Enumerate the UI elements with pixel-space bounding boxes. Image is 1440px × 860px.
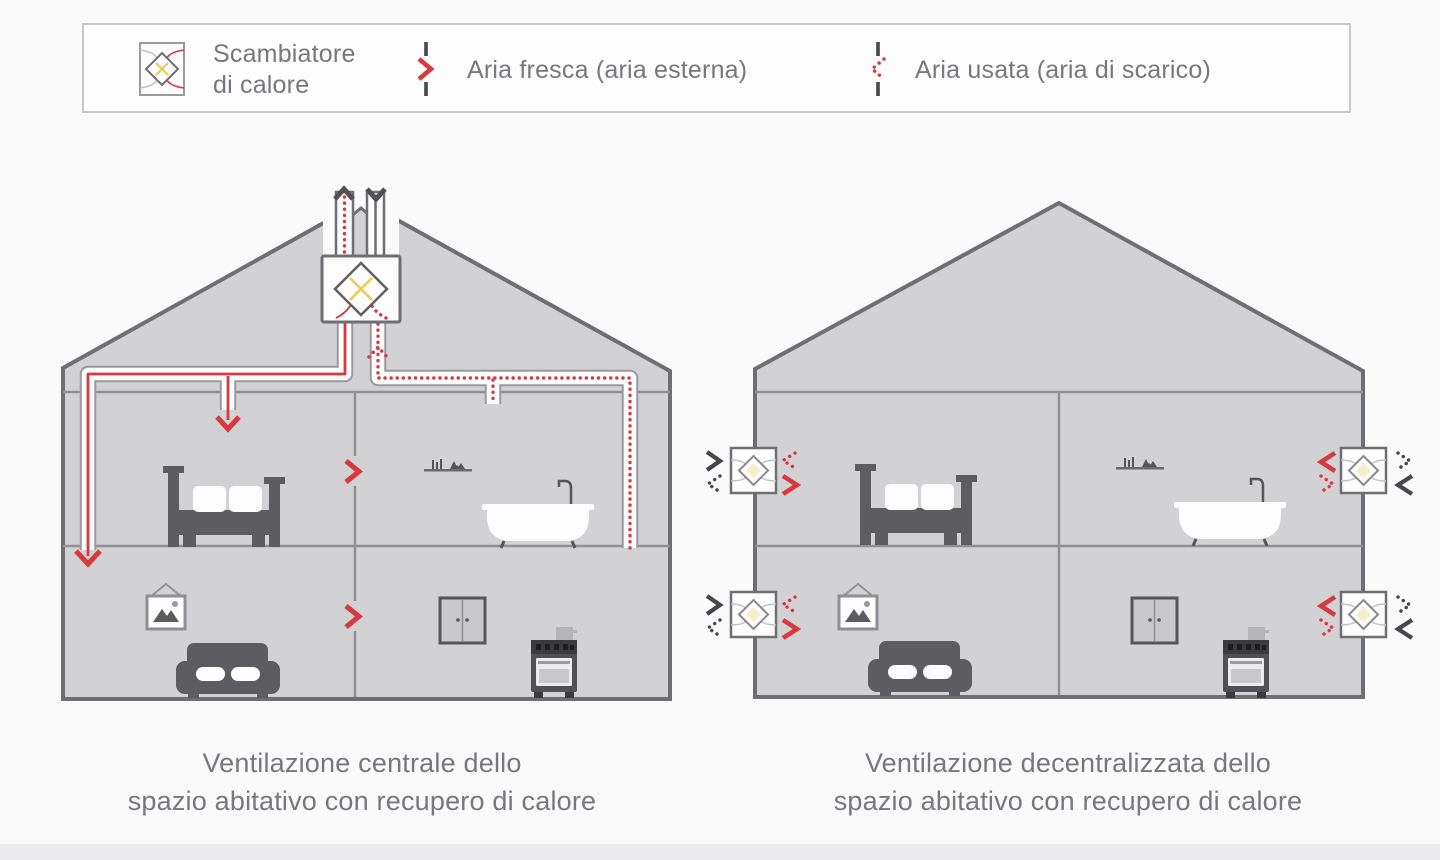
wall-unit-upper-left (729, 446, 778, 495)
heat-exchanger-unit (320, 254, 402, 324)
sofa-icon (176, 643, 280, 698)
wall-unit-lower-left (729, 590, 778, 639)
wall-unit-lower-right (1339, 590, 1388, 639)
supply-duct (74, 318, 354, 568)
supply-arrow-living (74, 549, 102, 568)
air-out-arrow (333, 185, 355, 201)
bottom-band (0, 844, 1440, 860)
legend-heat-exchanger-line1: Scambiatore (213, 40, 356, 68)
airflow-upper-left-unit (704, 450, 802, 496)
fresh-air-legend-icon (417, 42, 435, 96)
caption-central-ventilation: Ventilazione centrale dello spazio abita… (42, 744, 682, 820)
legend-label-used-air: Aria usata (aria di scarico) (915, 56, 1211, 84)
transfer-chevron-lower (344, 604, 363, 629)
used-air-legend-icon (869, 42, 886, 96)
transfer-chevron-upper (344, 459, 363, 484)
cabinet-icon (1130, 596, 1179, 645)
caption-central-line2: spazio abitativo con recupero di calore (127, 786, 597, 816)
caption-central-line1: Ventilazione centrale dello (202, 748, 522, 778)
legend-box (82, 23, 1351, 113)
legend-label-heat-exchanger: Scambiatore di calore (213, 39, 356, 101)
airflow-lower-left-unit (704, 594, 802, 640)
caption-decentralized-ventilation: Ventilazione decentralizzata dello spazi… (758, 744, 1378, 820)
exhaust-arrow-up (367, 344, 389, 359)
wall-unit-upper-right (1339, 446, 1388, 495)
airflow-lower-right-unit (1316, 595, 1414, 640)
right-house (704, 200, 1414, 699)
supply-arrow-bedroom (215, 415, 241, 433)
exhaust-duct (367, 318, 639, 555)
caption-decentralized-line1: Ventilazione decentralizzata dello (864, 748, 1272, 778)
air-in-arrow (365, 187, 387, 203)
sofa-icon (868, 641, 972, 696)
caption-decentralized-line2: spazio abitativo con recupero di calore (833, 786, 1303, 816)
legend-label-fresh-air: Aria fresca (aria esterna) (467, 56, 748, 84)
legend-heat-exchanger-line2: di calore (213, 71, 310, 99)
left-house-body (61, 198, 672, 701)
left-house (61, 182, 672, 701)
heat-exchanger-legend-icon (139, 42, 185, 96)
airflow-upper-right-unit (1316, 451, 1414, 496)
roof-vent-stack (323, 182, 399, 264)
cabinet-icon (438, 596, 487, 645)
legend (82, 23, 1351, 113)
